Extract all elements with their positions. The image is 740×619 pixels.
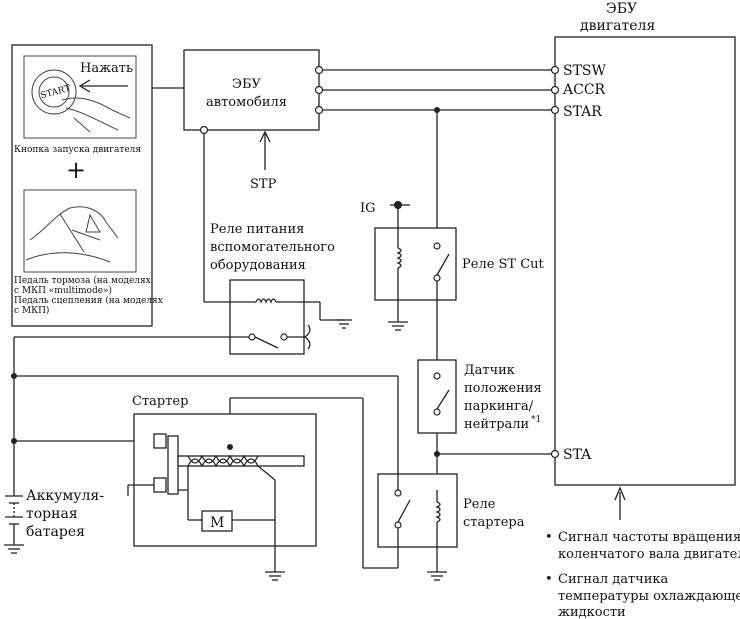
starter-motor-icon bbox=[201, 510, 233, 532]
crank-signal-2: коленчатого вала двигателя bbox=[558, 547, 740, 562]
vehicle-ecu-box bbox=[183, 49, 320, 131]
st-cut-switch bbox=[436, 253, 450, 276]
vehicle-ecu: ЭБУ автомобиля STP bbox=[183, 49, 320, 192]
ecu-bus-lines bbox=[314, 65, 560, 115]
press-label: Нажать bbox=[80, 61, 133, 76]
pedal-picture bbox=[23, 189, 137, 273]
press-arrow-icon bbox=[78, 79, 128, 93]
plus-sign: + bbox=[66, 156, 86, 184]
terminal bbox=[550, 85, 560, 95]
acc-relay-box bbox=[229, 279, 305, 355]
start-button-icon bbox=[31, 69, 77, 115]
terminal bbox=[314, 65, 324, 75]
pedal-caption-3: Педаль сцепления (на моделях bbox=[14, 295, 163, 306]
terminal bbox=[199, 125, 209, 135]
pin-accr-label: ACCR bbox=[562, 82, 606, 98]
terminal bbox=[314, 105, 324, 115]
pedal-caption-2: с МКП «multimode») bbox=[14, 285, 112, 296]
starter-relay-switch bbox=[397, 499, 411, 523]
ig-label: IG bbox=[360, 201, 376, 216]
pedal-caption-1: Педаль тормоза (на моделях bbox=[14, 275, 151, 286]
engine-ecu: ЭБУ двигателя STSW ACCR STAR STA bbox=[554, 1, 736, 486]
coolant-signal-3: жидкости bbox=[558, 605, 626, 619]
input-panel-box bbox=[11, 44, 153, 327]
park-sensor-switch bbox=[436, 389, 450, 410]
acc-relay-label-2: вспомогательного bbox=[210, 240, 335, 255]
starter-label: Стартер bbox=[132, 394, 188, 409]
park-sensor-box bbox=[417, 359, 457, 434]
battery-label-3: батарея bbox=[26, 524, 85, 540]
ecu-signal-inputs: • Сигнал частоты вращения коленчатого ва… bbox=[545, 486, 740, 619]
battery: Аккумуля- торная батарея bbox=[4, 337, 154, 554]
pin-sta-label: STA bbox=[563, 447, 592, 463]
coolant-signal-1: Сигнал датчика bbox=[558, 572, 669, 587]
starter: Стартер M bbox=[127, 394, 317, 581]
terminal bbox=[550, 105, 560, 115]
terminal bbox=[314, 85, 324, 95]
st-cut-relay-label: Реле ST Cut bbox=[462, 257, 545, 272]
signal-bullet-2: • bbox=[545, 572, 553, 587]
start-button-caption: Кнопка запуска двигателя bbox=[14, 145, 141, 155]
pin-stsw-label: STSW bbox=[563, 63, 607, 79]
acc-relay-switch bbox=[254, 336, 279, 349]
st-cut-relay-box bbox=[374, 227, 457, 301]
engine-ecu-title-1: ЭБУ bbox=[606, 1, 637, 17]
acc-power-relay: Реле питания вспомогательного оборудован… bbox=[14, 125, 352, 355]
park-sensor-label-2: положения bbox=[464, 381, 542, 396]
signal-bullet-1: • bbox=[545, 530, 553, 545]
crank-signal-1: Сигнал частоты вращения bbox=[558, 530, 740, 545]
park-sensor-label-4: нейтрали bbox=[464, 417, 529, 432]
st-cut-coil bbox=[396, 247, 402, 269]
finger-icon bbox=[61, 97, 131, 133]
vehicle-ecu-label-1: ЭБУ bbox=[232, 77, 262, 92]
pedal-icon bbox=[29, 206, 119, 253]
starter-relay-label-2: стартера bbox=[463, 515, 525, 530]
terminal bbox=[550, 449, 560, 459]
acc-relay-label-3: оборудования bbox=[210, 258, 306, 273]
park-sensor-label-1: Датчик bbox=[464, 363, 515, 378]
pedal-caption-4: с МКП) bbox=[14, 305, 49, 316]
engine-ecu-title-2: двигателя bbox=[580, 18, 655, 34]
park-sensor-label-3: паркинга/ bbox=[464, 399, 534, 414]
battery-label-2: торная bbox=[26, 506, 78, 522]
battery-label-1: Аккумуля- bbox=[26, 488, 104, 504]
starter-relay-label-1: Реле bbox=[463, 497, 496, 512]
park-sensor-footnote: *1 bbox=[531, 415, 541, 425]
input-panel: START Нажать Кнопка запуска двигателя + … bbox=[11, 44, 163, 327]
pin-star-label: STAR bbox=[563, 104, 602, 120]
coolant-signal-2: температуры охлаждающей bbox=[558, 589, 740, 604]
starter-relay-box bbox=[377, 473, 458, 548]
vehicle-ecu-label-2: автомобиля bbox=[206, 95, 287, 110]
start-button-picture bbox=[23, 55, 137, 139]
starter-relay-coil bbox=[435, 501, 441, 523]
acc-relay-label-1: Реле питания bbox=[210, 222, 304, 237]
starter-solenoid-coil bbox=[187, 458, 259, 468]
park-neutral-sensor: Датчик положения паркинга/ нейтрали *1 bbox=[417, 359, 560, 490]
engine-ecu-box bbox=[554, 36, 736, 486]
acc-relay-coil bbox=[255, 298, 277, 304]
motor-label: M bbox=[210, 515, 224, 531]
terminal bbox=[550, 65, 560, 75]
st-cut-relay: Реле ST Cut IG bbox=[360, 201, 545, 360]
stp-label: STP bbox=[250, 177, 277, 192]
